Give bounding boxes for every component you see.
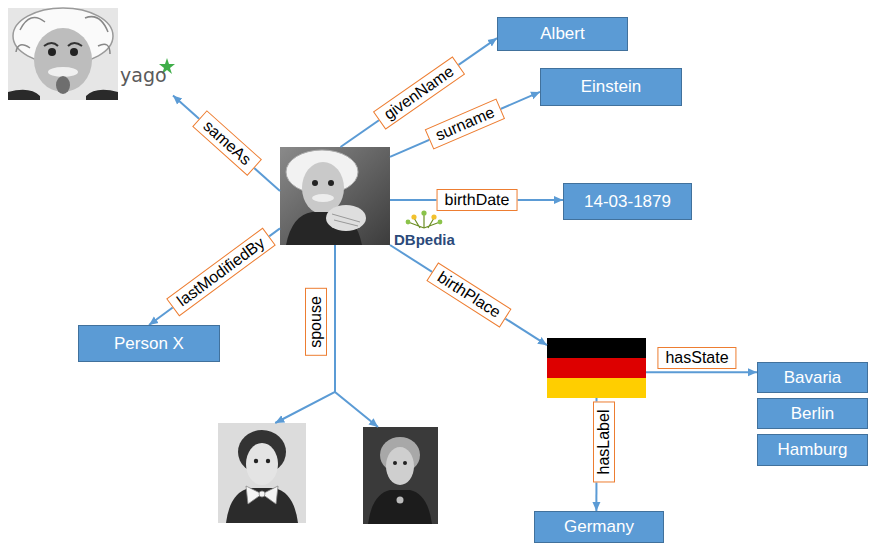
value-text: Hamburg (778, 440, 848, 460)
value-box: Hamburg (757, 434, 868, 466)
logo-text: yago (120, 64, 167, 86)
relation-arrow (275, 245, 335, 423)
country-flag (547, 338, 646, 398)
german-flag (547, 338, 646, 398)
dbpedia-resource: DBpedia (280, 147, 390, 245)
logo-text: DBpedia (394, 231, 455, 248)
value-box: Person X (78, 325, 220, 362)
relation-arrow (646, 371, 757, 373)
value-text: Berlin (791, 404, 834, 424)
value-box: 14-03-1879 (563, 183, 692, 220)
relation-label: hasLabel (593, 402, 615, 483)
relation-label: lastModifiedBy (166, 227, 276, 316)
value-box: Germany (534, 511, 664, 543)
value-text: 14-03-1879 (584, 192, 671, 212)
value-box: Albert (497, 17, 628, 51)
dbpedia-icon (406, 210, 443, 228)
relation-arrow (335, 245, 378, 427)
relation-arrow (390, 245, 547, 345)
value-box: Bavaria (757, 362, 868, 393)
spouse-photo (218, 423, 306, 523)
value-text: Germany (564, 517, 634, 537)
spouse-resource (218, 423, 306, 523)
spouse-photo (363, 427, 438, 524)
value-box: Einstein (540, 68, 682, 106)
value-box: Berlin (757, 398, 868, 429)
value-text: Einstein (581, 77, 641, 97)
value-text: Bavaria (784, 368, 842, 388)
yago-resource: yago (8, 8, 173, 103)
einstein-tongue-photo (8, 8, 118, 100)
relation-label: spouse (305, 288, 327, 356)
einstein-portrait-photo (280, 147, 390, 245)
relation-arrow (173, 95, 280, 191)
value-text: Person X (114, 334, 184, 354)
relation-label: surname (425, 99, 506, 150)
relation-label: birthDate (436, 189, 517, 211)
relation-label: birthPlace (426, 262, 511, 327)
relation-label: hasState (657, 347, 736, 369)
value-text: Albert (540, 24, 584, 44)
spouse-resource (363, 427, 438, 524)
relation-label: sameAs (192, 110, 262, 176)
